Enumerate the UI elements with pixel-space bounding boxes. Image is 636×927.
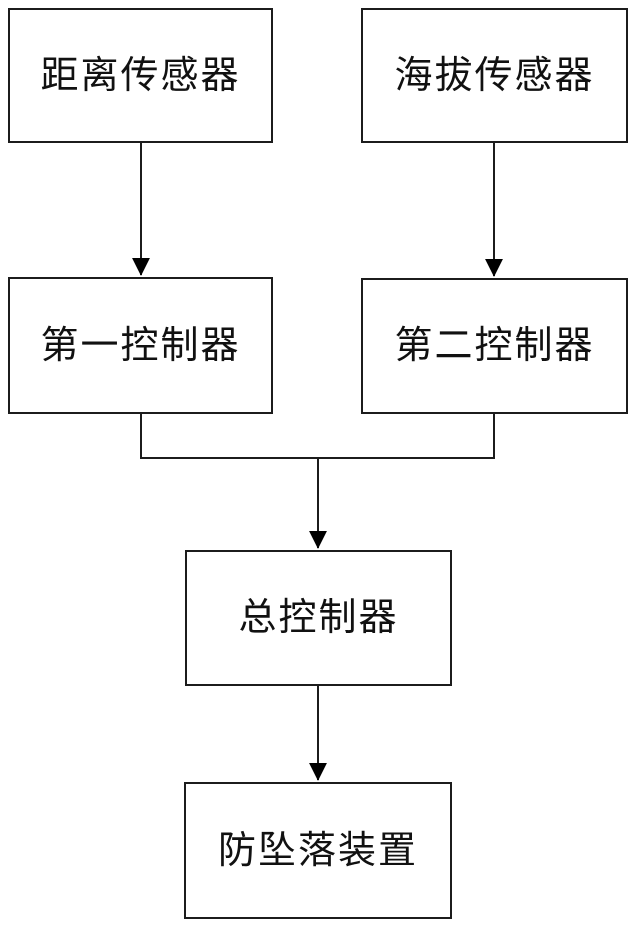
- node-anti-fall-device-label: 防坠落装置: [217, 829, 418, 872]
- node-distance-sensor: 距离传感器: [8, 8, 273, 143]
- node-first-controller-label: 第一控制器: [40, 324, 241, 367]
- node-master-controller: 总控制器: [185, 550, 452, 686]
- node-anti-fall-device: 防坠落装置: [184, 782, 452, 919]
- node-second-controller-label: 第二控制器: [394, 325, 595, 367]
- node-altitude-sensor: 海拔传感器: [361, 8, 628, 143]
- node-second-controller: 第二控制器: [361, 278, 628, 414]
- edge-merge-bar: [140, 414, 495, 459]
- node-altitude-sensor-label: 海拔传感器: [394, 54, 595, 97]
- node-master-controller-label: 总控制器: [238, 597, 399, 639]
- node-first-controller: 第一控制器: [8, 277, 273, 414]
- node-distance-sensor-label: 距离传感器: [40, 54, 241, 97]
